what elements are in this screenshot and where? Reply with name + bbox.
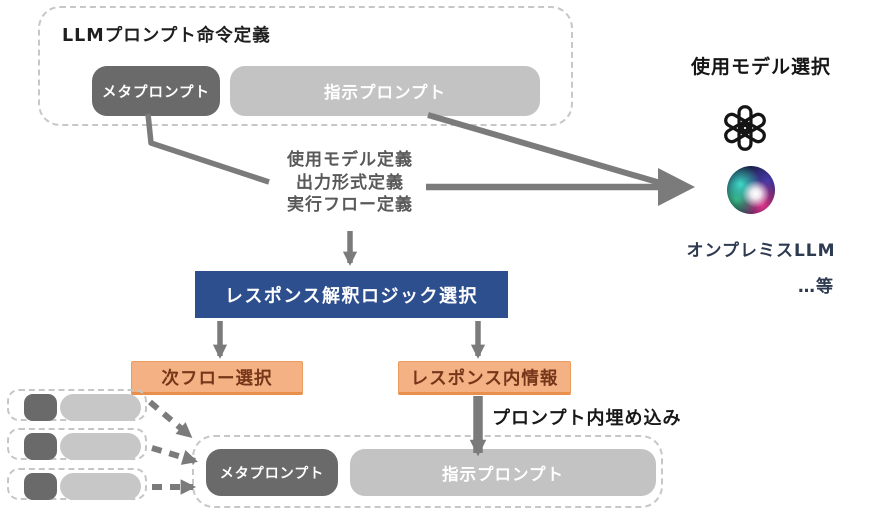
- next-flow-node: 次フロー選択: [131, 361, 303, 395]
- instruction-prompt-node-top: 指示プロンプト: [230, 66, 540, 116]
- prompt-embed-label: プロンプト内埋め込み: [492, 408, 682, 429]
- llm-prompt-definition-group: LLMプロンプト命令定義 メタプロンプト 指示プロンプト: [38, 6, 573, 126]
- definition-line-2: 出力形式定義: [296, 172, 404, 193]
- flow-option-3-meta-chip: [24, 472, 57, 500]
- flow-option-group-1: [7, 389, 147, 421]
- definition-lines: 使用モデル定義 出力形式定義 実行フロー定義: [262, 149, 438, 217]
- instruction-prompt-node-bottom: 指示プロンプト: [350, 449, 656, 496]
- response-logic-node: レスポンス解釈ロジック選択: [195, 271, 508, 318]
- llm-prompt-definition-title: LLMプロンプト命令定義: [62, 26, 271, 46]
- response-info-node: レスポンス内情報: [398, 361, 571, 395]
- definition-line-3: 実行フロー定義: [287, 195, 413, 215]
- flow-option-1-instruction-pill: [60, 393, 141, 421]
- etc-label: …等: [798, 277, 834, 297]
- flow-option-3-instruction-pill: [60, 472, 141, 500]
- flow-option-2-instruction-pill: [60, 432, 141, 460]
- flow-option-2-meta-chip: [24, 432, 57, 460]
- flow-option-1-meta-chip: [24, 393, 57, 421]
- siri-logo-icon: [727, 166, 775, 214]
- openai-logo-icon: [722, 105, 768, 151]
- bottom-prompt-group: メタプロンプト 指示プロンプト: [192, 435, 663, 508]
- models-arrowhead: [658, 168, 695, 206]
- model-selection-title: 使用モデル選択: [690, 56, 831, 78]
- flow-option-2-arrow: [151, 445, 198, 465]
- flow-option-group-3: [7, 468, 147, 500]
- meta-prompt-node-bottom: メタプロンプト: [206, 449, 338, 496]
- on-premise-llm-label: オンプレミスLLM: [686, 241, 836, 261]
- flow-option-group-2: [7, 428, 147, 460]
- meta-prompt-node-top: メタプロンプト: [92, 66, 220, 116]
- flow-option-1-arrow: [148, 399, 193, 439]
- definition-line-1: 使用モデル定義: [287, 150, 413, 170]
